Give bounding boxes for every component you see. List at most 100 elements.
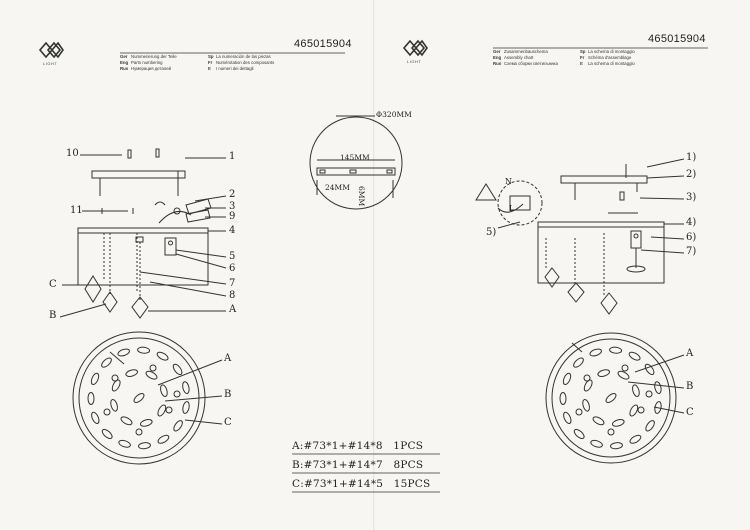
crystal-leaf <box>160 384 168 398</box>
product-code-right: 465015904 <box>648 33 706 45</box>
crystal-leaf <box>157 434 170 444</box>
crystal-leaf <box>559 392 567 405</box>
crystal-leaf <box>138 442 151 450</box>
crystal-bead <box>135 428 143 436</box>
driver-box <box>164 237 177 256</box>
canopy-outline <box>309 116 403 210</box>
right-exploded-view <box>475 158 685 315</box>
crystal-leaf <box>90 372 100 386</box>
callout-4: 4) <box>686 217 697 228</box>
crystal-leaf <box>629 404 639 417</box>
crystal-leaf <box>91 411 100 424</box>
legend-text: La schema di montaggio <box>588 61 635 66</box>
crystal-leaf <box>172 363 183 376</box>
crystal-leaf <box>139 419 153 427</box>
crystal-leaf <box>182 401 190 414</box>
plan-callout-c: C <box>686 407 694 418</box>
crystal-leaf <box>654 401 662 414</box>
legend-lang: Rus <box>120 66 129 71</box>
crystal-leaf <box>156 351 169 361</box>
plan-callout-a: A <box>686 348 694 359</box>
callout-7: 7) <box>686 246 697 257</box>
crystal-leaf-center <box>133 393 145 403</box>
brand-logo-icon <box>38 41 64 59</box>
crystal-leaf-center <box>605 393 617 403</box>
callout-5: 5) <box>486 227 497 238</box>
warning-triangle <box>475 183 497 201</box>
crystal-bead <box>583 374 591 382</box>
crystal-leaf <box>117 348 130 357</box>
crystal-leaf <box>645 420 655 432</box>
callout-b: B <box>49 310 57 321</box>
crystal-leaf <box>173 420 183 432</box>
crystal-leaf <box>582 398 590 412</box>
plan-callout-a: A <box>224 353 232 364</box>
legend-lang: Sp <box>208 54 214 59</box>
crystal-bead <box>165 406 173 414</box>
crystal-leaf <box>610 442 623 450</box>
callout-9: 9 <box>229 211 236 222</box>
legend-text: Schéma d'assemblage <box>588 55 632 60</box>
legend-lang: Ger <box>120 54 128 59</box>
crystal-leaf <box>609 346 623 354</box>
callout-11: 11 <box>70 205 83 216</box>
bar-dimension <box>316 167 396 176</box>
callout-1: 1 <box>229 151 236 162</box>
crystal-leaf <box>590 439 603 448</box>
crystal-bead <box>621 364 629 372</box>
crystal-leaf <box>597 369 611 377</box>
parts-list-row-a: A:#73*1+#14*8 1PCS <box>292 440 424 452</box>
crystal-leaf <box>101 357 112 368</box>
callout-5: 5 <box>229 251 236 262</box>
crystal-drop-c <box>84 275 102 303</box>
crystal-leaf <box>592 416 605 426</box>
crystal-leaf <box>87 392 95 405</box>
crystal-leaf <box>120 416 133 426</box>
legend-lang: Fr <box>580 55 585 60</box>
left-exploded-view <box>59 148 227 319</box>
plan-outer-rim <box>72 331 206 465</box>
callout-8: 8 <box>229 290 236 301</box>
legend-lang: It <box>208 66 211 71</box>
crystal-bead <box>103 408 111 416</box>
crystal-leaf <box>611 419 625 427</box>
legend-text: Zusammenbauschema <box>504 49 548 54</box>
crystal-drop-b <box>102 291 118 313</box>
callout-7: 7 <box>229 278 236 289</box>
logo-text-right: LIGHT <box>407 59 422 64</box>
dimension-drawing <box>309 115 403 210</box>
legend-text: Схема сборки светильника <box>504 61 558 66</box>
legend-lang: Rus <box>493 61 502 66</box>
legend-text: Нумерация деталей <box>131 66 172 71</box>
crystal-leaf <box>125 369 139 377</box>
legend-lang: Sp <box>580 49 586 54</box>
crystal-leaf <box>137 346 151 354</box>
callout-c: C <box>49 279 57 290</box>
crystal-leaf <box>118 439 131 448</box>
callout-1: 1) <box>686 152 697 163</box>
legend-text: Assembly chart <box>504 55 534 60</box>
crystal-leaf <box>573 428 585 440</box>
crystal-bead <box>575 408 583 416</box>
legend-text: I numeri dei dettagli <box>216 66 254 71</box>
canopy-right <box>537 221 665 284</box>
crystal-leaf <box>628 351 641 361</box>
plan-callout-c: C <box>224 417 232 428</box>
callout-6: 6 <box>229 263 236 274</box>
legend-text: Nummerierung der Teile <box>131 54 177 59</box>
crystal-bead <box>637 406 645 414</box>
logo-text-left: LIGHT <box>43 61 58 66</box>
brand-logo-icon <box>402 39 428 57</box>
crystal-leaf <box>563 411 572 424</box>
legend-lang: It <box>580 61 583 66</box>
crystal-bead <box>607 428 615 436</box>
crystal-leaf <box>111 379 121 392</box>
callout-3: 3) <box>686 192 697 203</box>
plan-callout-b: B <box>686 381 694 392</box>
callout-4: 4 <box>229 225 236 236</box>
crystal-drop-a <box>131 296 149 319</box>
wire-label-n: N <box>505 177 512 186</box>
crystal-leaf <box>589 348 602 357</box>
